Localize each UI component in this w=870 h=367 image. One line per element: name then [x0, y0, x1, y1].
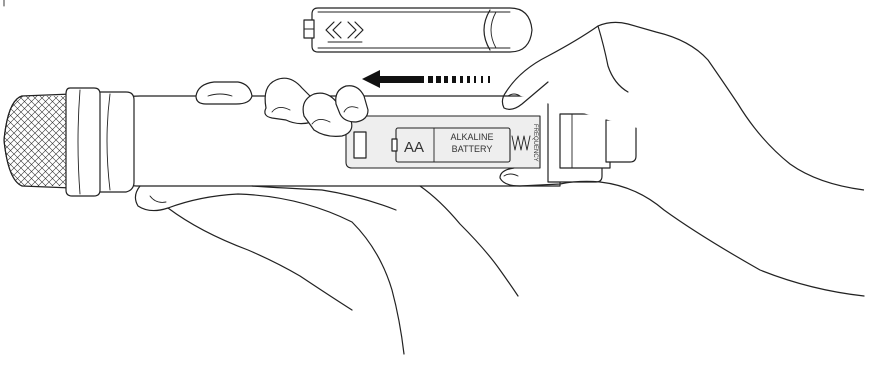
aa-battery: AA ALKALINE BATTERY — [392, 128, 510, 162]
battery-contact-left — [354, 132, 366, 158]
left-hand-palm — [135, 186, 518, 354]
battery-cover — [304, 8, 532, 52]
arrow-left-icon — [362, 70, 490, 88]
battery-type-line2: BATTERY — [452, 144, 493, 154]
battery-size-label: AA — [404, 139, 424, 156]
battery-type-line1: ALKALINE — [450, 132, 493, 142]
battery-terminal — [392, 139, 397, 151]
frequency-label: FREQUENCY — [532, 124, 538, 162]
